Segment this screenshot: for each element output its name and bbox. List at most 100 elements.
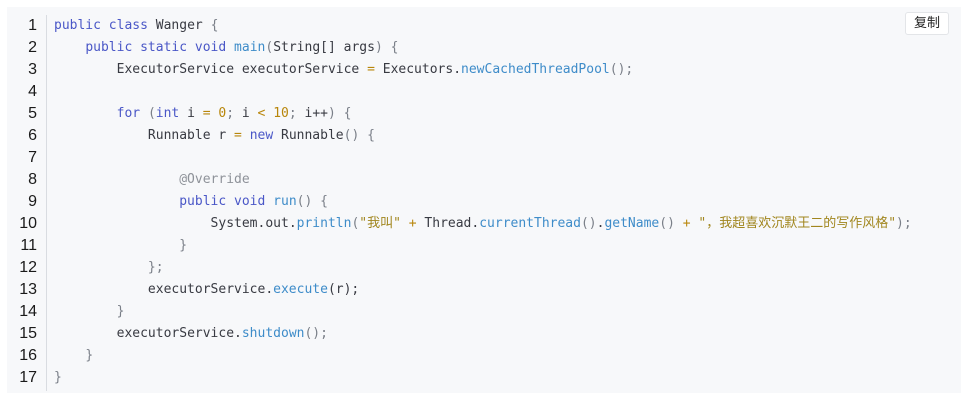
code-line: Runnable r = new Runnable() {	[54, 125, 961, 147]
function-token: getName	[604, 216, 660, 231]
string-token: "我叫"	[359, 216, 401, 231]
dot-token: .	[288, 216, 297, 231]
keyword-token: public	[54, 18, 101, 33]
code-line: @Override	[54, 169, 961, 191]
identifier-token: i	[187, 106, 195, 121]
brace-token: };	[147, 260, 164, 275]
operator-token: =	[367, 62, 375, 77]
identifier-token: args	[343, 40, 375, 55]
line-number: 6	[28, 127, 37, 144]
function-token: println	[296, 216, 352, 231]
operator-token: =	[202, 106, 211, 121]
brace-token: {	[343, 106, 352, 121]
keyword-token: for	[116, 106, 141, 121]
line-number: 1	[28, 17, 37, 34]
line-number: 17	[19, 369, 37, 386]
function-token: newCachedThreadPool	[461, 62, 610, 77]
code-line: executorService.shutdown();	[54, 323, 961, 345]
dot-token: .	[453, 62, 462, 77]
arguments-token: (r);	[327, 282, 360, 297]
brace-token: {	[320, 194, 328, 209]
line-number: 2	[28, 39, 37, 56]
identifier-token: Executors	[382, 62, 454, 77]
line-number: 14	[19, 303, 37, 320]
paren-token: ()	[580, 216, 597, 231]
line-number: 8	[28, 171, 37, 188]
annotation-token: @Override	[179, 172, 250, 187]
keyword-token: class	[108, 18, 148, 33]
line-number: 7	[28, 149, 37, 166]
brace-token: {	[390, 40, 399, 55]
line-number: 5	[28, 105, 37, 122]
paren-token: (	[147, 106, 156, 121]
paren-token: )	[374, 40, 383, 55]
operator-token: +	[408, 216, 417, 231]
brace-token: }	[54, 370, 62, 385]
code-line: ExecutorService executorService = Execut…	[54, 59, 961, 81]
code-line: }	[54, 345, 961, 367]
paren-token: ()	[296, 194, 313, 209]
keyword-token: public	[85, 40, 133, 55]
line-number: 11	[20, 237, 37, 254]
identifier-token: System.out	[210, 216, 289, 231]
code-line: }	[54, 301, 961, 323]
line-number: 10	[19, 215, 37, 232]
type-token: ExecutorService	[116, 62, 235, 77]
line-number: 9	[28, 193, 37, 210]
code-line: for (int i = 0; i < 10; i++) {	[54, 103, 961, 125]
code-line	[54, 147, 961, 169]
brace-token: }	[116, 304, 125, 319]
brace-token: }	[179, 238, 188, 253]
number-token: 0	[218, 106, 227, 121]
punctuation-token: );	[896, 216, 912, 231]
keyword-token: public	[179, 194, 227, 209]
line-number: 4	[28, 83, 37, 100]
identifier-token: executorService	[147, 282, 266, 297]
paren-token: ()	[343, 128, 360, 143]
code-line: };	[54, 257, 961, 279]
dot-token: .	[234, 326, 242, 341]
identifier-token: executorService	[241, 62, 360, 77]
copy-button[interactable]: 复制	[905, 12, 949, 35]
identifier-token: i++	[304, 106, 328, 121]
line-number: 3	[28, 61, 37, 78]
function-token: run	[273, 194, 297, 209]
code-line: }	[54, 235, 961, 257]
code-line: System.out.println("我叫" + Thread.current…	[54, 213, 961, 235]
function-token: execute	[273, 282, 328, 297]
code-line: public void run() {	[54, 191, 961, 213]
brace-token: {	[210, 18, 219, 33]
function-token: main	[234, 40, 266, 55]
keyword-token: new	[249, 128, 274, 143]
dot-token: .	[596, 216, 605, 231]
operator-token: =	[234, 128, 242, 143]
identifier-token: executorService	[116, 326, 235, 341]
brace-token: {	[367, 128, 375, 143]
paren-token: ()	[659, 216, 675, 231]
class-name-token: Wanger	[155, 18, 203, 33]
paren-token: )	[327, 106, 336, 121]
function-token: shutdown	[241, 326, 305, 341]
code-block: 1 2 3 4 5 6 7 8 9 10 11 12 13 14 15 16 1…	[7, 7, 961, 393]
punctuation-token: ();	[609, 62, 634, 77]
string-token: "，我超喜欢沉默王二的写作风格"	[698, 216, 897, 231]
operator-token: +	[682, 216, 691, 231]
paren-token: (	[265, 40, 274, 55]
line-number: 16	[19, 347, 37, 364]
type-token: String[]	[273, 40, 336, 55]
keyword-token: void	[194, 40, 227, 55]
code-line	[54, 81, 961, 103]
punctuation-token: ;	[226, 106, 235, 121]
operator-token: <	[257, 106, 266, 121]
type-token: Runnable	[147, 128, 211, 143]
code-line: }	[54, 367, 961, 389]
punctuation-token: ();	[304, 326, 328, 341]
code-line: executorService.execute(r);	[54, 279, 961, 301]
line-number: 12	[19, 259, 37, 276]
dot-token: .	[471, 216, 480, 231]
code-line: public class Wanger {	[54, 15, 961, 37]
keyword-token: void	[234, 194, 266, 209]
identifier-token: i	[241, 106, 250, 121]
identifier-token: r	[218, 128, 227, 143]
keyword-token: static	[140, 40, 188, 55]
